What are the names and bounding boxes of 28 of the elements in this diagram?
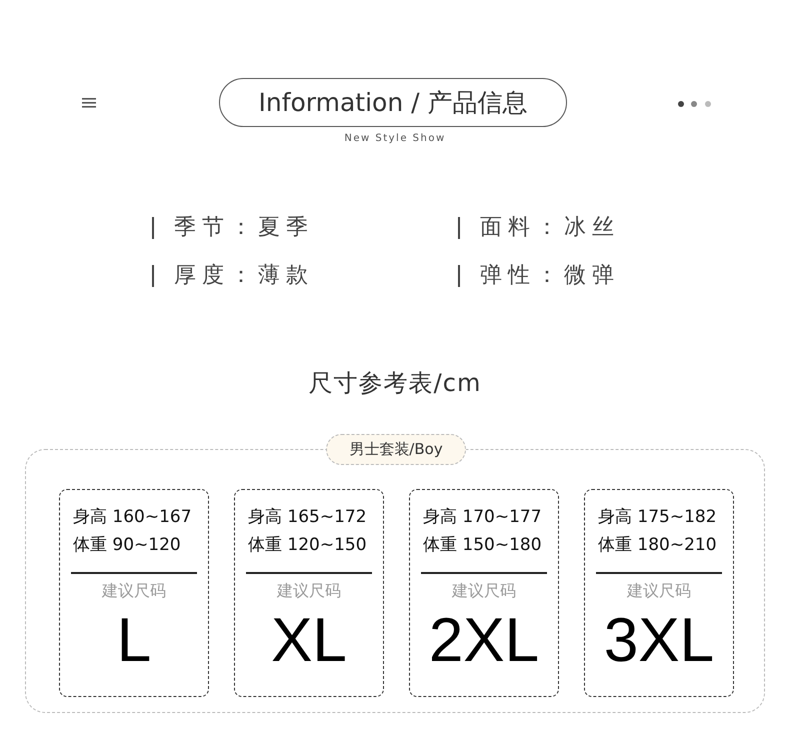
measurement-text: 身高 175~182 xyxy=(597,508,718,528)
tab-label: 男士套装/Boy xyxy=(326,434,466,465)
subtitle: New Style Show xyxy=(343,133,447,144)
size-label: XL xyxy=(270,605,348,676)
caption-text: 建议尺码 xyxy=(276,582,342,600)
size-label: 3XL xyxy=(602,605,716,676)
caption-text: 建议尺码 xyxy=(100,582,167,600)
section-heading: 尺寸参考表/cm xyxy=(308,368,482,399)
attribute-text: 厚度：薄款 xyxy=(174,262,314,290)
size-label: 2XL xyxy=(428,605,540,676)
caption-text: 建议尺码 xyxy=(626,582,692,600)
size-label: L xyxy=(116,605,152,676)
title-pill: Information / 产品信息 xyxy=(219,78,567,127)
measurement-text: 体重 90~120 xyxy=(72,536,182,556)
size-card xyxy=(234,489,384,697)
measurement-text: 身高 165~172 xyxy=(247,508,368,528)
measurement-text: 体重 120~150 xyxy=(247,536,368,556)
measurement-text: 体重 180~210 xyxy=(597,536,718,556)
attribute-text: 面料：冰丝 xyxy=(480,214,620,242)
attribute-text: 季节：夏季 xyxy=(174,214,314,242)
measurement-text: 身高 170~177 xyxy=(422,508,543,528)
caption-text: 建议尺码 xyxy=(450,582,517,600)
attribute-text: 弹性：微弹 xyxy=(480,262,620,290)
size-card xyxy=(59,489,209,697)
measurement-text: 体重 150~180 xyxy=(422,536,543,556)
measurement-text: 身高 160~167 xyxy=(72,508,193,528)
size-card xyxy=(584,489,734,697)
size-card xyxy=(409,489,559,697)
